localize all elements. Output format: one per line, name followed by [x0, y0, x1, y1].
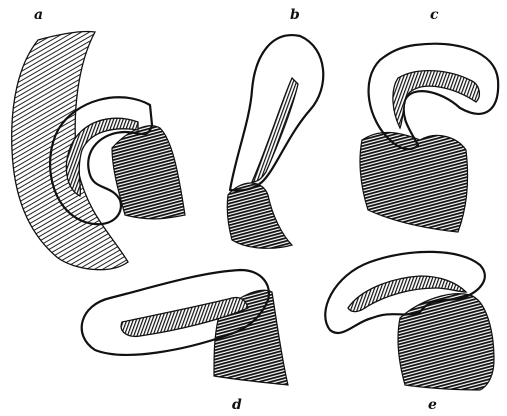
label-e: e — [428, 398, 437, 412]
label-a: a — [34, 8, 43, 22]
label-c: c — [430, 8, 439, 22]
figure-b-core — [252, 78, 298, 182]
figure-a-base — [112, 126, 185, 219]
figure-b — [227, 35, 323, 248]
figure-e-base — [398, 294, 494, 390]
figure-c — [360, 44, 498, 232]
figure-b-body — [230, 35, 323, 190]
label-b: b — [290, 8, 300, 22]
figure-a — [12, 31, 185, 269]
figure-d — [82, 270, 288, 385]
figure-e — [325, 252, 494, 390]
label-d: d — [232, 398, 242, 412]
figure-b-base — [227, 183, 292, 248]
